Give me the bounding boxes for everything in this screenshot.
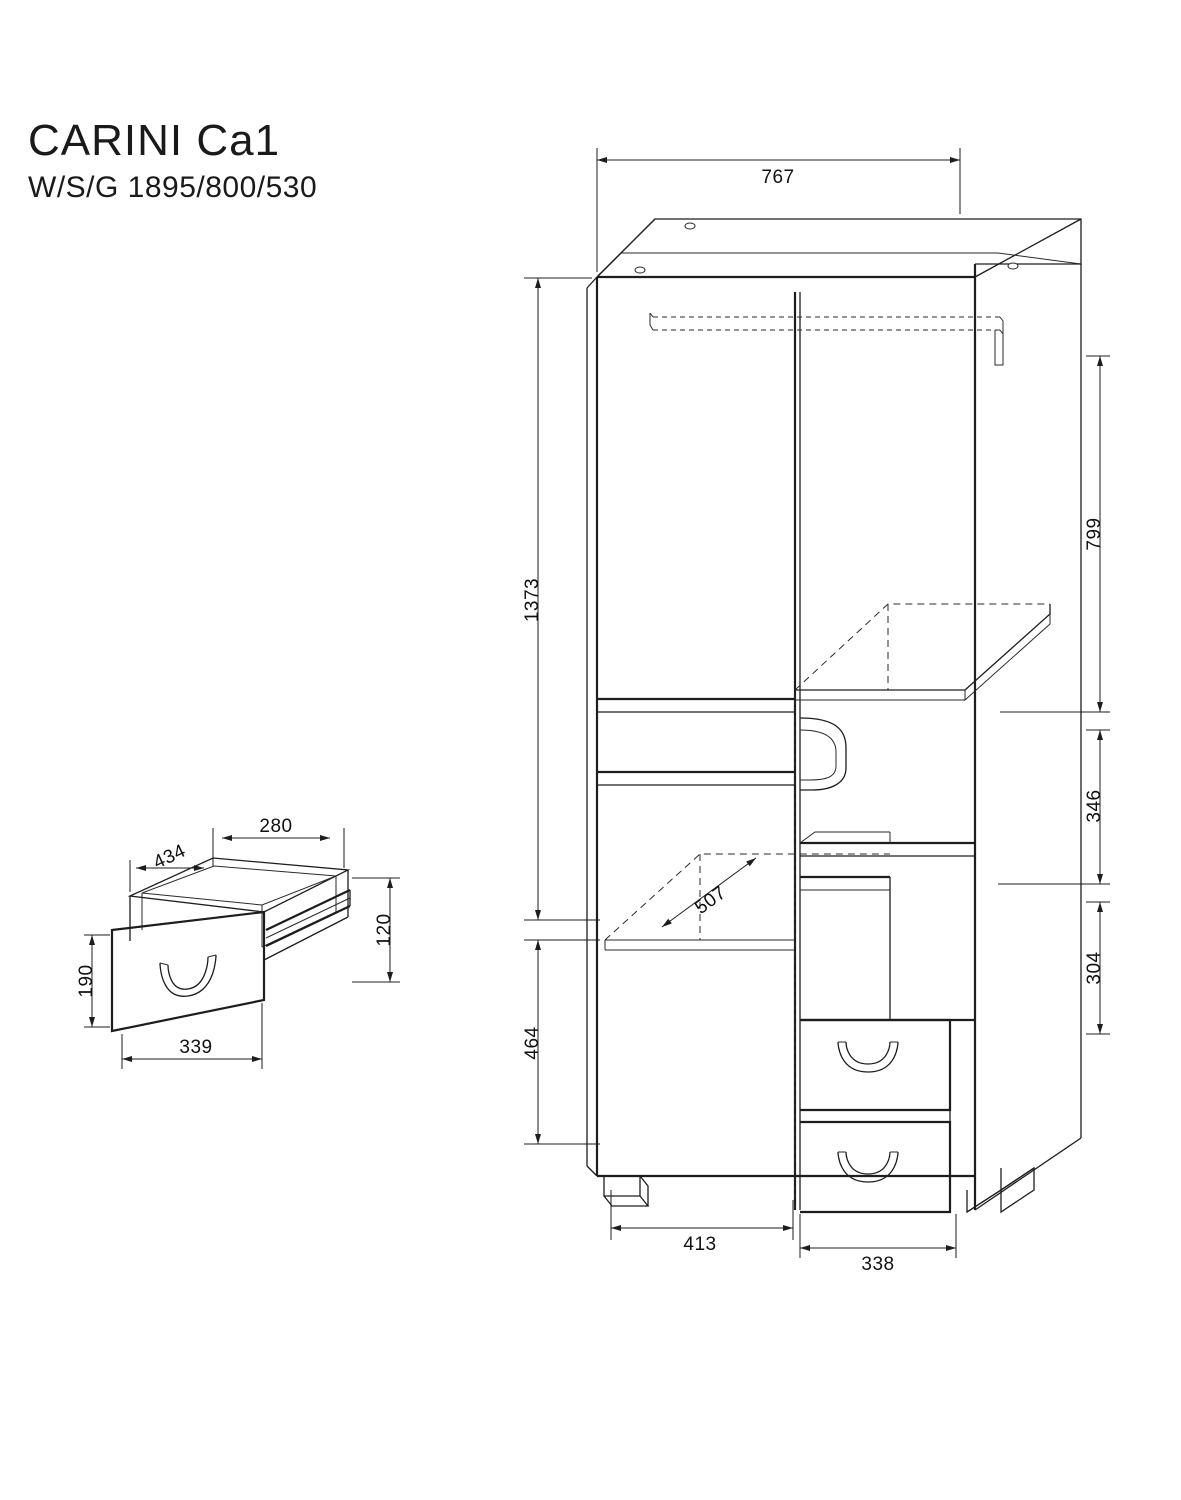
dimension-label-346: 346: [1084, 789, 1105, 822]
dimension-label-767: 767: [761, 167, 794, 188]
dimension-label-799: 799: [1084, 517, 1105, 550]
dimension-label-507: 507: [691, 882, 730, 919]
dimension-label-190: 190: [76, 964, 97, 997]
dimension-190: 190: [76, 934, 110, 1028]
dimension-label-339: 339: [179, 1037, 212, 1058]
middle-shelf: [604, 853, 890, 951]
dimension-434: 434: [129, 840, 214, 892]
dimension-120: 120: [352, 877, 400, 983]
dimension-1373: 1373: [522, 277, 600, 921]
mounting-holes: [634, 222, 1019, 274]
dimension-label-304: 304: [1084, 951, 1105, 984]
door-divider: [793, 292, 801, 1210]
dimension-label-120: 120: [374, 913, 395, 946]
dimension-label-1373: 1373: [522, 578, 543, 622]
dimension-464: 464: [522, 939, 600, 1145]
dimension-label-434: 434: [150, 840, 189, 873]
title-block: CARINI Ca1 W/S/G 1895/800/530: [28, 116, 318, 206]
door-panel-lines: [597, 697, 795, 786]
dimension-338: 338: [799, 1214, 957, 1275]
dimension-304: 304: [1084, 901, 1110, 1035]
dimension-label-280: 280: [259, 816, 292, 837]
door-handle: [799, 717, 847, 791]
product-spec-subtitle: W/S/G 1895/800/530: [28, 171, 318, 205]
dimension-label-338: 338: [861, 1254, 894, 1275]
dimension-507: 507: [661, 857, 757, 928]
lower-drawers: [800, 1018, 952, 1214]
upper-shelf: [794, 603, 1051, 702]
dimension-799: 799: [1000, 355, 1110, 713]
product-model-title: CARINI Ca1: [28, 116, 281, 165]
dimension-339: 339: [121, 1003, 263, 1069]
cabinet-outline: [586, 218, 1082, 1214]
dimension-label-413: 413: [683, 1234, 716, 1255]
drawer-outline: [110, 857, 351, 1033]
dimension-413: 413: [610, 1190, 794, 1255]
dimension-346: 346: [998, 729, 1110, 885]
dimension-label-464: 464: [522, 1026, 543, 1059]
dimension-767: 767: [596, 148, 961, 272]
hanging-rail: [649, 312, 1004, 366]
right-interior: [799, 831, 975, 1022]
